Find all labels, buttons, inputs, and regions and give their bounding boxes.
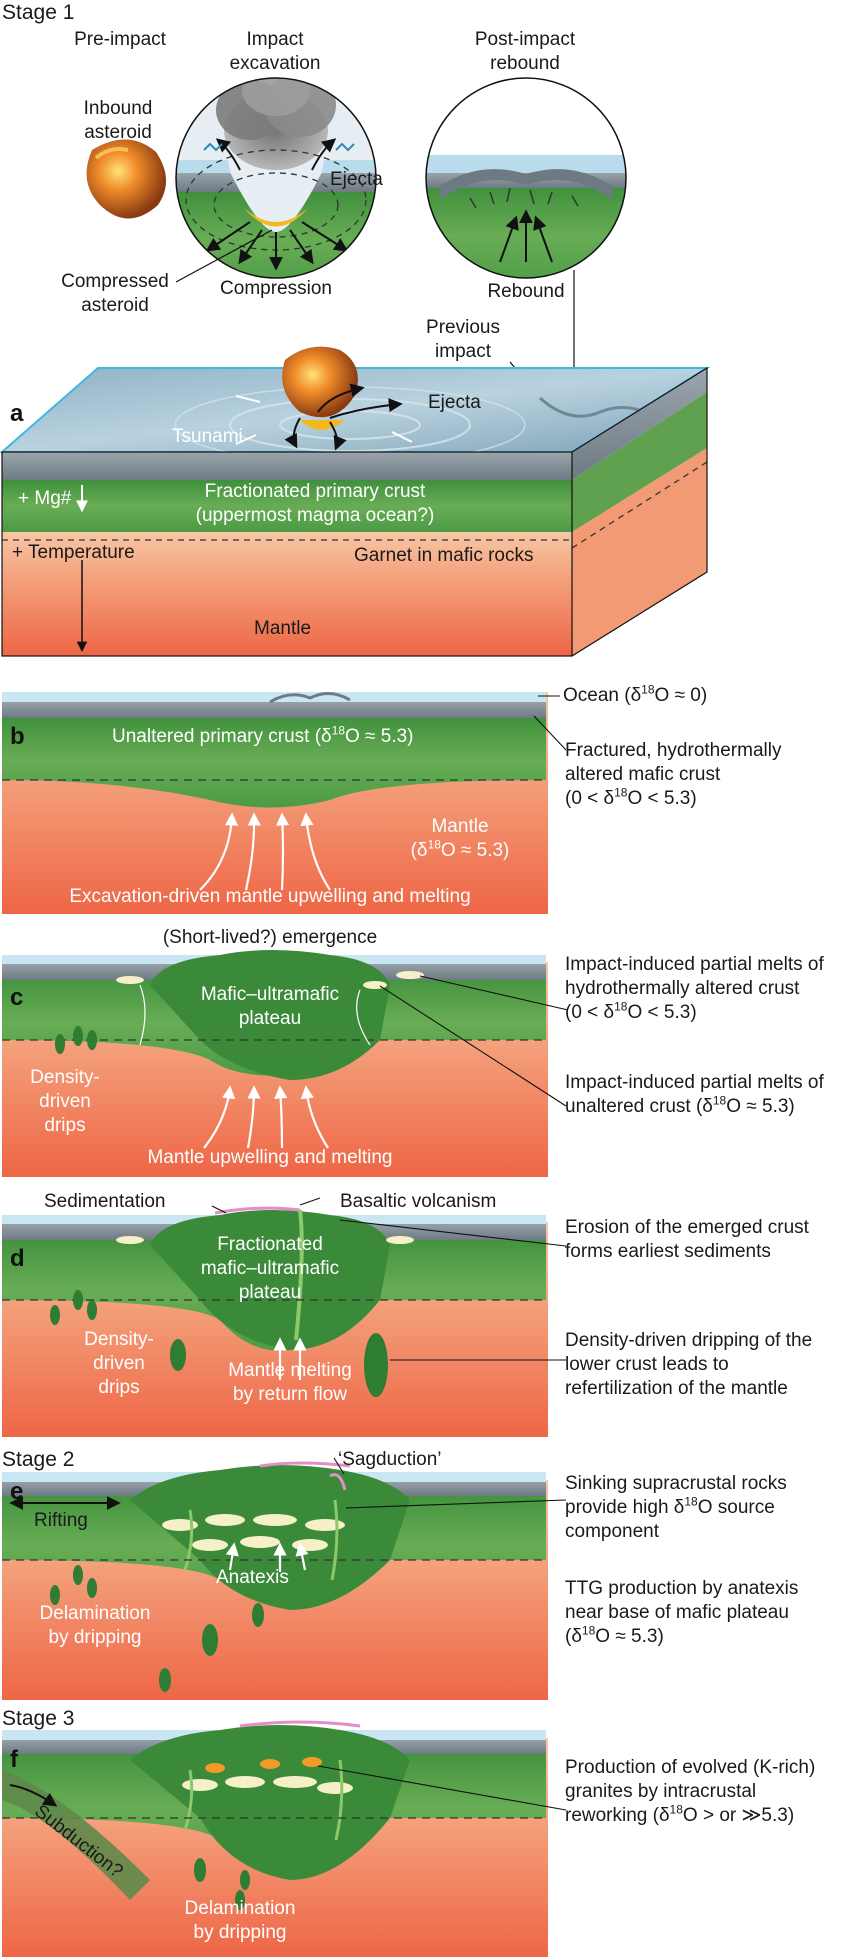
fractured-crust-leader: [533, 715, 567, 751]
unaltered-melts-leader: [379, 985, 567, 1107]
anatexis-label: Anatexis: [216, 1567, 289, 1588]
mantle-label: Mantle: [254, 618, 312, 639]
delamination-e-label: Delamination by dripping: [39, 1603, 151, 1648]
pre-impact-label: Pre-impact: [74, 29, 166, 50]
upwelling-b-label: Excavation-driven mantle upwelling and m…: [69, 886, 471, 907]
post-impact-rebound-circle-outline: [425, 77, 627, 279]
plateau-c-label: Mafic–ultramafic plateau: [200, 984, 340, 1029]
ejecta-label: Ejecta: [428, 392, 481, 413]
impact-asteroid-icon: [235, 346, 413, 451]
altered-melts-leader: [419, 975, 569, 1011]
panel-f-label: f: [10, 1746, 18, 1773]
drips-d-label: Density- driven drips: [84, 1329, 154, 1398]
emergence-label: (Short-lived?) emergence: [162, 927, 378, 948]
impact-excavation-label: Impact excavation: [229, 29, 321, 74]
tsunami-label: Tsunami: [172, 426, 243, 447]
stage-1-title: Stage 1: [2, 1, 75, 24]
erosion-label: Erosion of the emerged crust forms earli…: [565, 1217, 809, 1262]
stage-3-title: Stage 3: [2, 1707, 75, 1730]
return-flow-label: Mantle melting by return flow: [228, 1360, 352, 1405]
compressed-asteroid-label: Compressed asteroid: [61, 271, 169, 316]
panel-f-section: [2, 1720, 548, 1957]
granite-leader: [317, 1765, 567, 1811]
compression-label: Compression: [220, 278, 332, 299]
sinking-leader: [345, 1499, 567, 1509]
panel-a-block: [0, 366, 711, 657]
ejecta-circle-label: Ejecta: [330, 169, 383, 190]
upwelling-c-label: Mantle upwelling and melting: [147, 1147, 393, 1168]
sedimentation-label: Sedimentation: [44, 1191, 166, 1212]
delamination-f-label: Delamination by dripping: [184, 1898, 296, 1943]
erosion-leader: [339, 1219, 567, 1247]
unaltered-crust-label: Unaltered primary crust (δ18O ≈ 5.3): [112, 723, 414, 747]
panel-a-label: a: [10, 400, 24, 427]
sagduction-leader: [333, 1457, 345, 1475]
post-impact-rebound-label: Post-impact rebound: [474, 29, 576, 74]
panel-d-section: [2, 1206, 548, 1437]
mantle-b-label: Mantle(δ18O ≈ 5.3): [410, 816, 510, 861]
panel-c-label: c: [10, 984, 24, 1011]
inbound-asteroid-icon: [86, 139, 167, 219]
panel-e-label: e: [10, 1478, 24, 1505]
panel-e-section: [2, 1461, 548, 1700]
inbound-asteroid-label: Inbound asteroid: [83, 98, 153, 143]
basaltic-volcanism-label: Basaltic volcanism: [340, 1191, 497, 1212]
panel-c-section: [2, 950, 548, 1177]
plateau-d-label: Fractionated mafic–ultramafic plateau: [200, 1234, 340, 1303]
panel-b-section: [2, 692, 548, 914]
stage-2-title: Stage 2: [2, 1448, 75, 1471]
rebound-label: Rebound: [487, 281, 565, 302]
dripping-label: Density-driven dripping of the lower cru…: [565, 1330, 813, 1399]
drips-c-label: Density- driven drips: [30, 1067, 100, 1136]
ocean-label: Ocean (δ18O ≈ 0): [563, 682, 708, 706]
panel-d-label: d: [10, 1245, 25, 1272]
impact-excavation-circle: [176, 78, 376, 278]
panel-b-label: b: [10, 723, 25, 750]
basaltic-leader: [299, 1197, 321, 1206]
previous-impact-label: Previous impact: [426, 317, 500, 362]
sagduction-label: ‘Sagduction’: [338, 1449, 442, 1470]
impact-excavation-circle-outline: [175, 77, 377, 279]
rifting-label: Rifting: [34, 1510, 88, 1531]
compressed-asteroid-leader: [175, 229, 273, 283]
temperature-label: + Temperature: [12, 542, 135, 563]
fractionated-crust-label: Fractionated primary crust (uppermost ma…: [195, 481, 435, 526]
post-impact-rebound-circle: [426, 78, 626, 278]
granite-label: Production of evolved (K-rich)granites b…: [565, 1757, 816, 1826]
sedimentation-leader: [211, 1205, 227, 1214]
garnet-label: Garnet in mafic rocks: [354, 545, 534, 566]
mg-number-label: + Mg#: [18, 488, 72, 509]
